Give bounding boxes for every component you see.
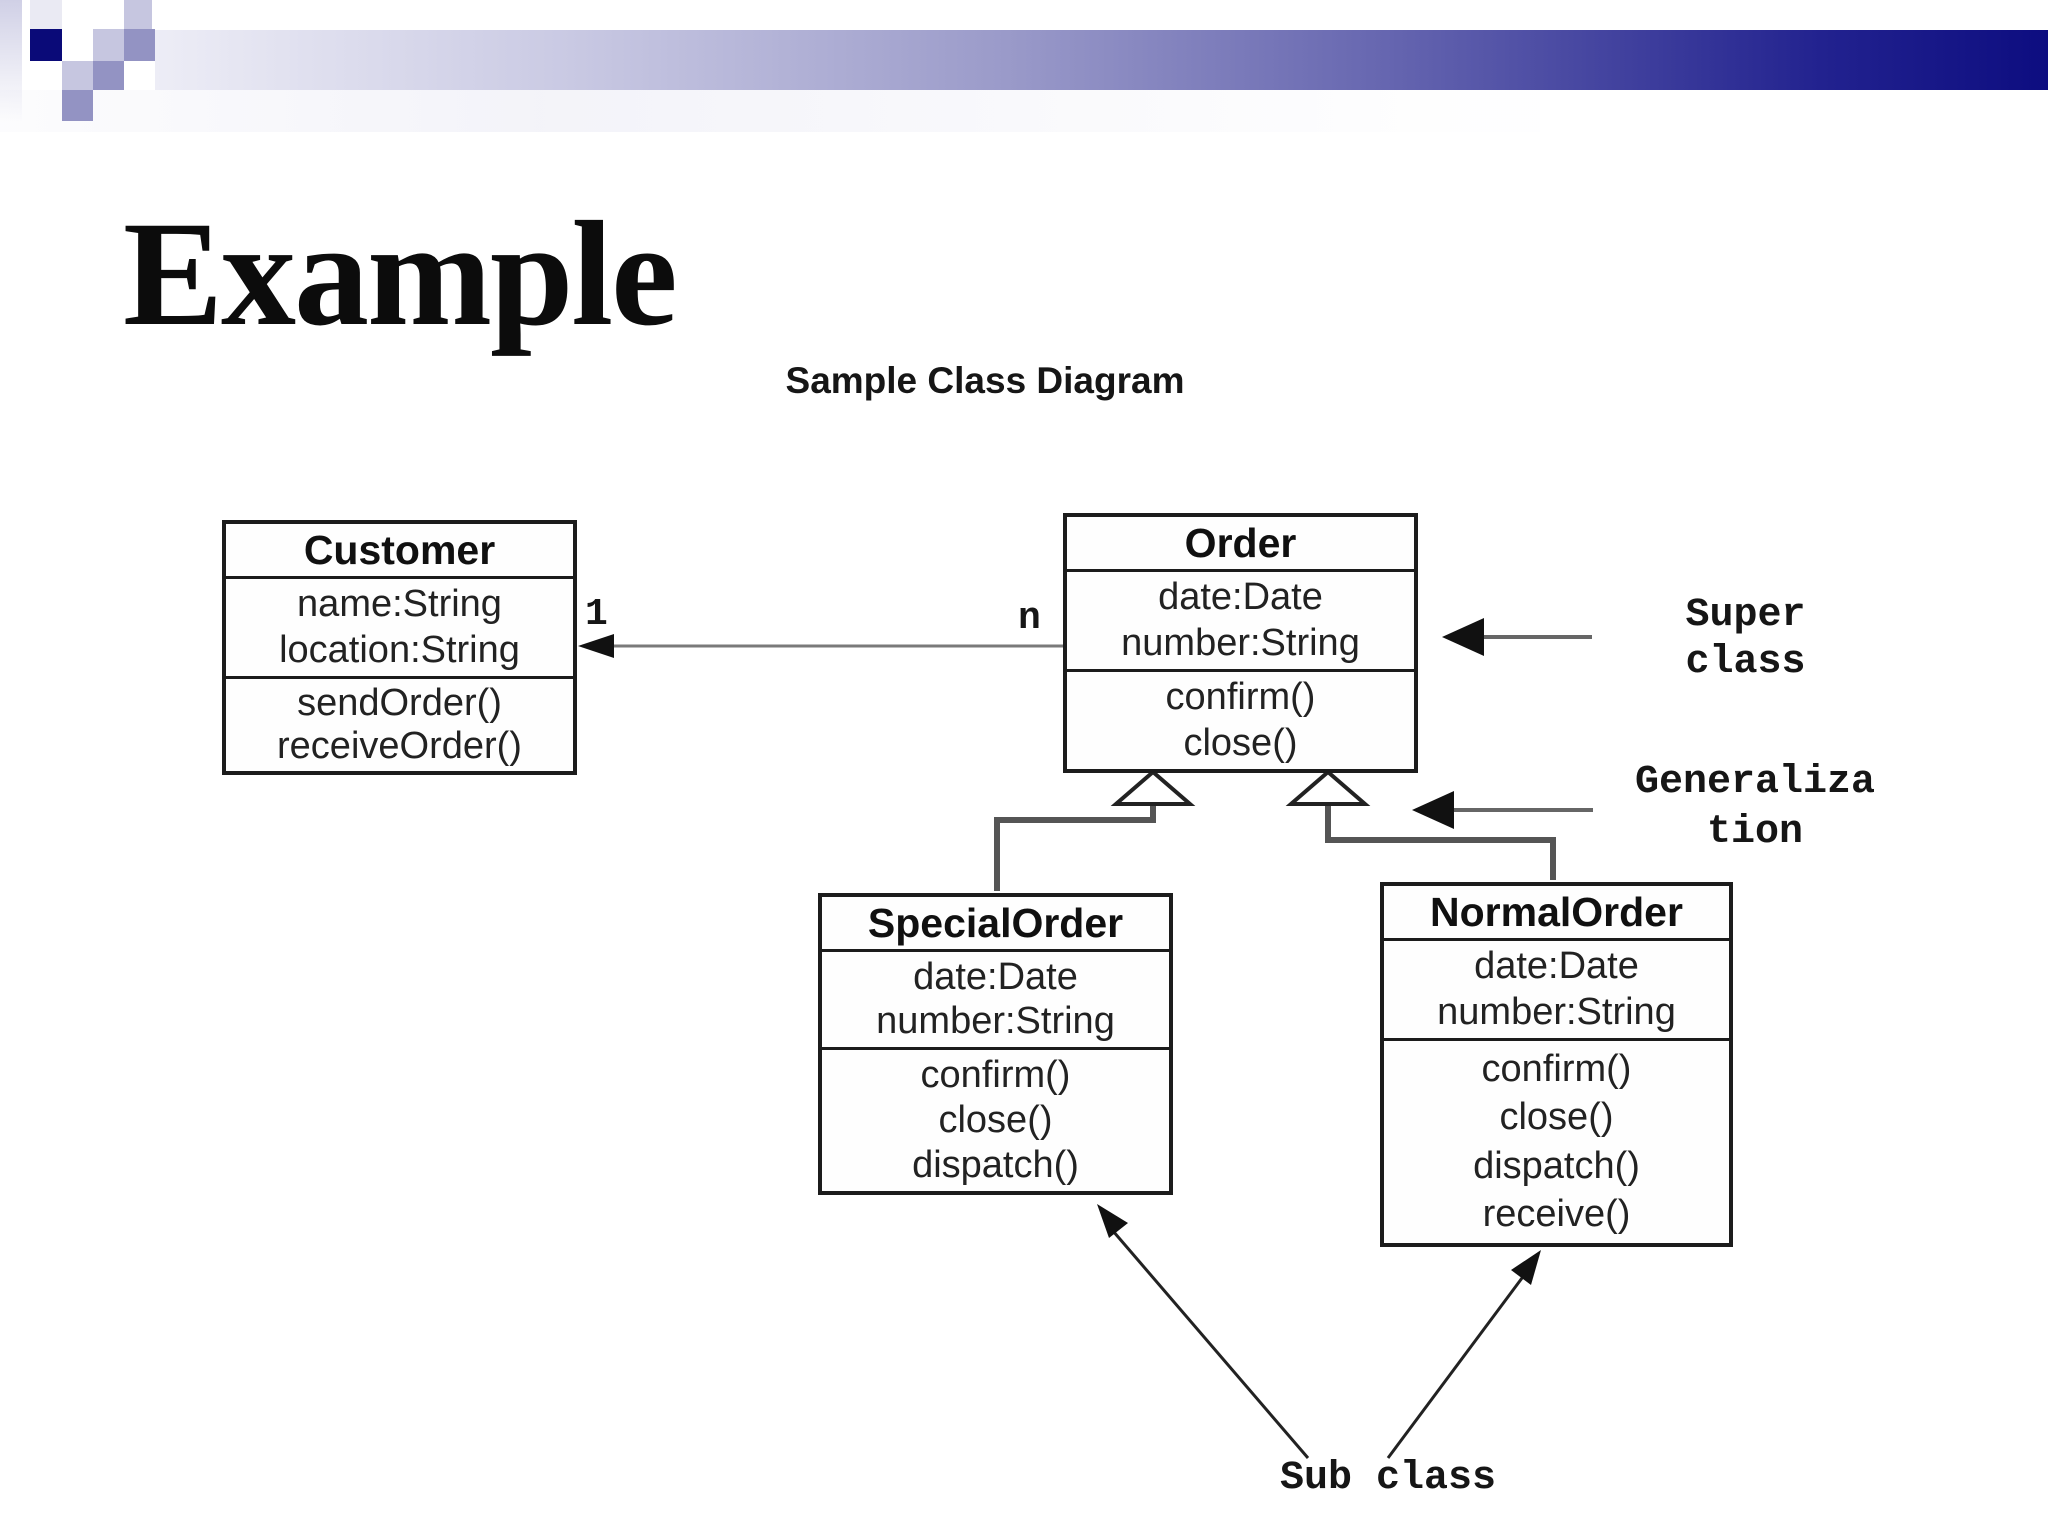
diagram-caption: Sample Class Diagram: [785, 360, 1185, 401]
decor-square: [62, 90, 93, 121]
sub-class-line-left: [1111, 1230, 1310, 1459]
sub-class-line-right: [1386, 1273, 1527, 1459]
attribute: number:String: [876, 1000, 1115, 1043]
generalization-triangle-left: [1110, 769, 1196, 806]
class-box-specialorder: SpecialOrder date:Date number:String con…: [818, 893, 1173, 1195]
generalization-connector-normalorder: [1325, 806, 1556, 880]
decor-square: [124, 29, 155, 61]
method: close(): [1499, 1096, 1614, 1139]
sub-class-arrowhead-right: [1511, 1250, 1541, 1285]
super-class-arrowhead: [1442, 618, 1484, 656]
class-attributes: date:Date number:String: [822, 949, 1169, 1047]
class-name: SpecialOrder: [867, 899, 1124, 946]
attribute: location:String: [279, 628, 520, 671]
header-gradient-bar: [155, 30, 2048, 90]
header-left-strip: [0, 0, 22, 122]
class-name: Customer: [303, 526, 496, 573]
decor-square: [93, 61, 124, 90]
method: sendOrder(): [297, 681, 502, 724]
attribute: date:Date: [913, 955, 1078, 998]
class-box-customer: Customer name:String location:String sen…: [222, 520, 577, 775]
class-methods: sendOrder() receiveOrder(): [226, 676, 573, 771]
class-attributes: date:Date number:String: [1067, 569, 1414, 669]
attribute: name:String: [297, 583, 502, 626]
method: close(): [938, 1099, 1053, 1141]
attribute: date:Date: [1158, 576, 1323, 619]
sub-class-arrowhead-left: [1097, 1204, 1128, 1238]
class-name: NormalOrder: [1430, 888, 1683, 935]
decor-square: [30, 0, 62, 29]
decor-square: [30, 29, 62, 61]
attribute: date:Date: [1474, 945, 1639, 988]
header-fade-band: [0, 90, 1540, 132]
class-methods: confirm() close() dispatch() receive(): [1384, 1038, 1729, 1243]
attribute: number:String: [1121, 621, 1360, 664]
class-box-normalorder: NormalOrder date:Date number:String conf…: [1380, 882, 1733, 1247]
generalization-triangle-right: [1285, 769, 1371, 806]
class-methods: confirm() close() dispatch(): [822, 1047, 1169, 1191]
class-box-order: Order date:Date number:String confirm() …: [1063, 513, 1418, 773]
generalization-arrowhead: [1412, 791, 1454, 829]
decor-square: [124, 0, 152, 29]
class-name: Order: [1184, 519, 1297, 566]
method: dispatch(): [912, 1144, 1079, 1186]
generalization-connector-specialorder: [994, 806, 1156, 891]
attribute: number:String: [1437, 990, 1676, 1033]
slide-title: Example: [123, 191, 678, 357]
generalization-label: Generaliza tion: [1634, 760, 1876, 855]
class-attributes: date:Date number:String: [1384, 938, 1729, 1038]
method: dispatch(): [1473, 1144, 1640, 1187]
multiplicity-1: 1: [585, 593, 608, 636]
sub-class-label: Sub class: [1279, 1456, 1497, 1501]
method: confirm(): [1165, 676, 1316, 719]
multiplicity-n: n: [1018, 597, 1041, 640]
decor-square: [62, 61, 93, 90]
super-class-label: Super class: [1685, 593, 1806, 685]
method: close(): [1183, 721, 1298, 764]
method: confirm(): [1481, 1048, 1632, 1091]
class-attributes: name:String location:String: [226, 576, 573, 676]
method: receiveOrder(): [277, 725, 522, 768]
decor-square: [93, 29, 124, 61]
association-arrowhead: [578, 634, 614, 658]
class-methods: confirm() close(): [1067, 669, 1414, 769]
method: receive(): [1482, 1192, 1631, 1235]
method: confirm(): [920, 1054, 1071, 1096]
